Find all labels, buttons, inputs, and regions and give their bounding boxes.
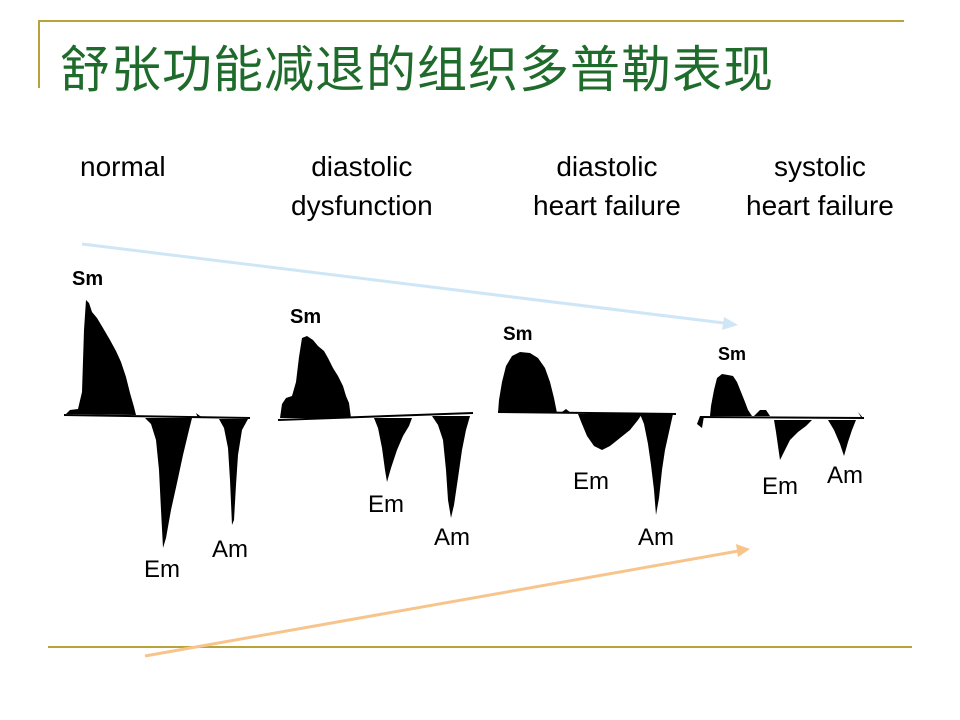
am-wave-diastolic-dysfunction [432,416,470,518]
top-rule-vertical [38,20,40,88]
em-am-trend-arrow [144,544,750,658]
panel-header-diastolic-dysfunction: diastolic dysfunction [291,147,433,225]
em-label-normal: Em [144,556,180,583]
sm-wave-normal [66,300,136,415]
baseline-systolic-hf [699,416,865,419]
baseline-diastolic-dysfunction [277,412,474,421]
sm-wave-diastolic-dysfunction [280,336,351,418]
header-line1: systolic [774,151,866,182]
sm-label-diastolic-hf: Sm [503,324,533,345]
header-line1: normal [80,151,166,182]
em-wave-normal [145,418,192,548]
panel-header-diastolic-heart-failure: diastolic heart failure [533,147,681,225]
em-label-diastolic-hf: Em [573,468,609,495]
em-wave-systolic-hf [774,420,812,460]
panel-header-normal: normal [80,147,166,186]
em-label-systolic-hf: Em [762,473,798,500]
small-tick-end-systolic-hf [858,412,864,419]
sm-label-normal: Sm [72,268,104,290]
small-tick-systolic-hf [697,416,704,428]
sm-trend-arrow [81,242,738,330]
header-line2: heart failure [533,190,681,221]
header-line1: diastolic [556,151,658,182]
am-wave-diastolic-hf [640,414,673,515]
slide-title: 舒张功能减退的组织多普勒表现 [60,41,774,99]
small-notch-systolic-hf [754,410,770,416]
header-line2: dysfunction [291,190,433,221]
bottom-rule [48,646,912,648]
em-wave-diastolic-hf [578,414,642,450]
sm-wave-diastolic-hf [498,352,557,413]
am-label-diastolic-dysfunction: Am [434,524,470,551]
am-wave-normal [219,419,248,525]
sm-label-systolic-hf: Sm [718,344,747,364]
small-notch-normal [196,413,204,418]
baseline-normal [63,414,251,419]
am-wave-systolic-hf [828,420,856,456]
header-line2: heart failure [746,190,894,221]
header-line1: diastolic [311,151,413,182]
sm-wave-systolic-hf [710,374,752,416]
am-label-systolic-hf: Am [827,462,863,489]
top-rule-horizontal [38,20,904,22]
em-wave-diastolic-dysfunction [374,418,412,482]
am-label-diastolic-hf: Am [638,524,674,551]
small-notch-diastolic-hf [562,409,571,413]
panel-header-systolic-heart-failure: systolic heart failure [746,147,894,225]
em-label-diastolic-dysfunction: Em [368,491,404,518]
sm-label-diastolic-dysfunction: Sm [290,306,322,328]
am-label-normal: Am [212,536,248,563]
